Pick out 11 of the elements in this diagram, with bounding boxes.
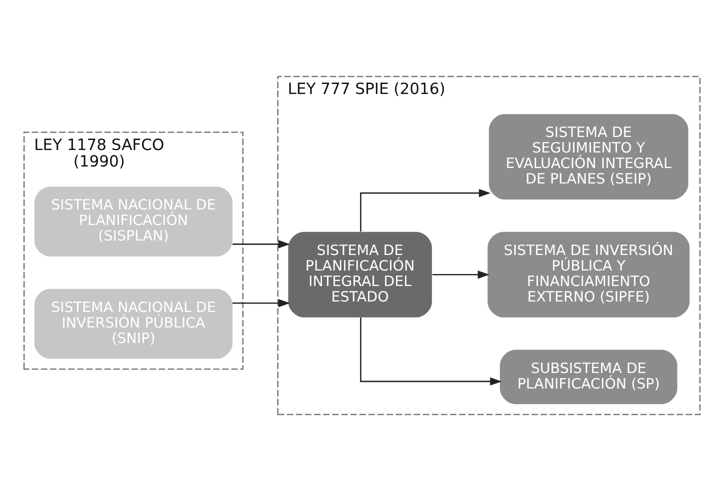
node-box: SISTEMA DE INVERSIÓN PÚBLICA Y FINANCIAMIENTO EXTERNO (SIPFE) bbox=[488, 232, 690, 318]
node-box: SISTEMA DE PLANIFICACIÓN INTEGRAL DEL ESTADO bbox=[288, 232, 432, 318]
arrow bbox=[232, 299, 290, 308]
node-box: SISTEMA NACIONAL DE PLANIFICACIÓN (SISPLAN) bbox=[34, 186, 233, 256]
arrow bbox=[232, 240, 290, 248]
arrow bbox=[360, 188, 491, 232]
node-box: SISTEMA NACIONAL DE INVERSIÓN PÚBLICA (SNIP) bbox=[34, 288, 233, 359]
node-box: SUBSISTEMA DE PLANIFICACIÓN (SP) bbox=[500, 350, 678, 404]
arrow bbox=[360, 317, 502, 386]
arrow bbox=[432, 270, 490, 279]
node-box: SISTEMA DE SEGUIMIENTO Y EVALUACIÓN INTEGRAL DE PLANES (SEIP) bbox=[488, 114, 688, 200]
